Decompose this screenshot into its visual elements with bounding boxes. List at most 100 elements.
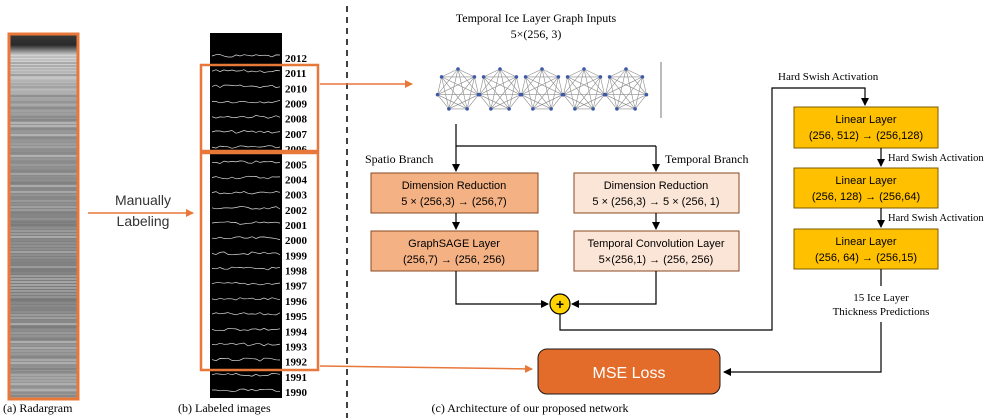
inputs-shape: 5×(256, 3)	[511, 27, 562, 41]
layer-line	[211, 282, 281, 286]
graph-node	[439, 75, 444, 79]
layer-line	[211, 69, 281, 73]
radargram-band	[9, 302, 78, 304]
radargram-band	[9, 368, 78, 370]
radargram-band	[9, 83, 78, 85]
radargram-band	[9, 227, 78, 229]
radargram-band	[9, 341, 78, 343]
graph-edge	[466, 94, 479, 110]
layer-line	[211, 251, 281, 256]
radargram-band	[9, 311, 78, 313]
radargram-band	[9, 221, 78, 223]
graph-edge	[609, 76, 618, 109]
radargram-band	[9, 134, 78, 136]
radargram-band	[9, 239, 78, 241]
radargram-band	[9, 359, 78, 361]
layer-line	[211, 236, 281, 240]
radargram-band	[9, 371, 78, 373]
year-label: 1997	[285, 281, 308, 293]
graph-node	[481, 75, 486, 79]
layer-line	[211, 115, 281, 119]
graph-edge	[609, 68, 627, 78]
graph-edge	[567, 68, 585, 78]
year-label: 1991	[285, 372, 307, 384]
graph-edge	[532, 94, 563, 110]
radargram-band	[9, 332, 78, 334]
linear-layer-3	[793, 228, 939, 270]
radargram-band	[9, 374, 78, 376]
graphsage-shape: (256,7) → (256, 256)	[403, 254, 505, 266]
graph-edge	[532, 68, 543, 109]
hard-swish-label-1: Hard Swish Activation	[778, 71, 879, 83]
radargram-band	[9, 74, 78, 76]
radargram-band	[9, 197, 78, 199]
radargram-band	[9, 167, 78, 169]
graph-edge	[609, 76, 636, 110]
graph-edge	[437, 76, 442, 95]
radargram-band	[9, 281, 78, 283]
radargram-band	[9, 161, 78, 163]
radargram-band	[9, 386, 78, 388]
concat-plus: +	[556, 296, 564, 312]
graph-node	[644, 92, 649, 97]
graph-node	[523, 75, 528, 79]
graph-node	[633, 107, 637, 111]
graph-edge	[567, 76, 576, 109]
graph-edge	[521, 94, 534, 110]
radargram-band	[9, 176, 78, 178]
radargram-band	[9, 233, 78, 235]
labeled-image	[210, 33, 282, 398]
radargram-band	[9, 107, 78, 109]
radargram-band	[9, 194, 78, 196]
graph-edge	[441, 68, 459, 78]
linear-2-title: Linear Layer	[835, 175, 896, 187]
year-label: 1994	[285, 326, 308, 338]
graph-edge	[499, 68, 517, 78]
layer-line	[211, 206, 281, 210]
radargram-band	[9, 80, 78, 82]
radargram-band	[9, 263, 78, 265]
graph-edge	[605, 68, 627, 95]
radargram-band	[9, 200, 78, 202]
graph-node	[607, 75, 612, 79]
temporal-dimred-title: Dimension Reduction	[604, 180, 709, 192]
graph-edge	[558, 76, 563, 95]
graph-edge	[563, 76, 568, 95]
radargram-band	[9, 98, 78, 100]
graph-node	[603, 92, 608, 97]
graphsage-box	[370, 230, 539, 272]
graph-edge	[616, 94, 647, 110]
linear-2-shape: (256, 128) → (256,64)	[812, 191, 920, 203]
layer-line	[211, 221, 281, 225]
graphsage-title: GraphSAGE Layer	[408, 238, 500, 250]
radargram-band	[9, 314, 78, 316]
graph-node	[573, 107, 577, 111]
graph-edge	[567, 76, 605, 95]
graph-node	[489, 107, 493, 111]
graph-edge	[550, 94, 563, 110]
layer-line	[211, 130, 281, 134]
spatio-merge-line	[455, 271, 549, 308]
radargram-band	[9, 305, 78, 307]
graph-node	[531, 107, 535, 111]
predictions-line2: Thickness Predictions	[833, 306, 930, 318]
graph-edge	[441, 76, 479, 95]
radargram-band	[9, 185, 78, 187]
graph-edge	[490, 76, 517, 110]
graph-edge	[508, 76, 517, 109]
graph-node	[435, 92, 440, 97]
layer-line	[211, 84, 281, 88]
layer-line	[211, 175, 281, 180]
graph-node-cluster	[603, 67, 649, 111]
radargram-band	[9, 326, 78, 328]
inputs-title: Temporal Ice Layer Graph Inputs	[456, 11, 617, 25]
year-label: 1995	[285, 311, 308, 323]
temporal-conv-title: Temporal Convolution Layer	[588, 238, 725, 250]
radargram-band	[9, 119, 78, 121]
graph-node	[514, 75, 519, 79]
graph-edge	[466, 76, 475, 109]
year-label: 1993	[285, 341, 308, 353]
graph-edge	[592, 76, 601, 109]
radargram-band	[9, 287, 78, 289]
radargram-band	[9, 203, 78, 205]
